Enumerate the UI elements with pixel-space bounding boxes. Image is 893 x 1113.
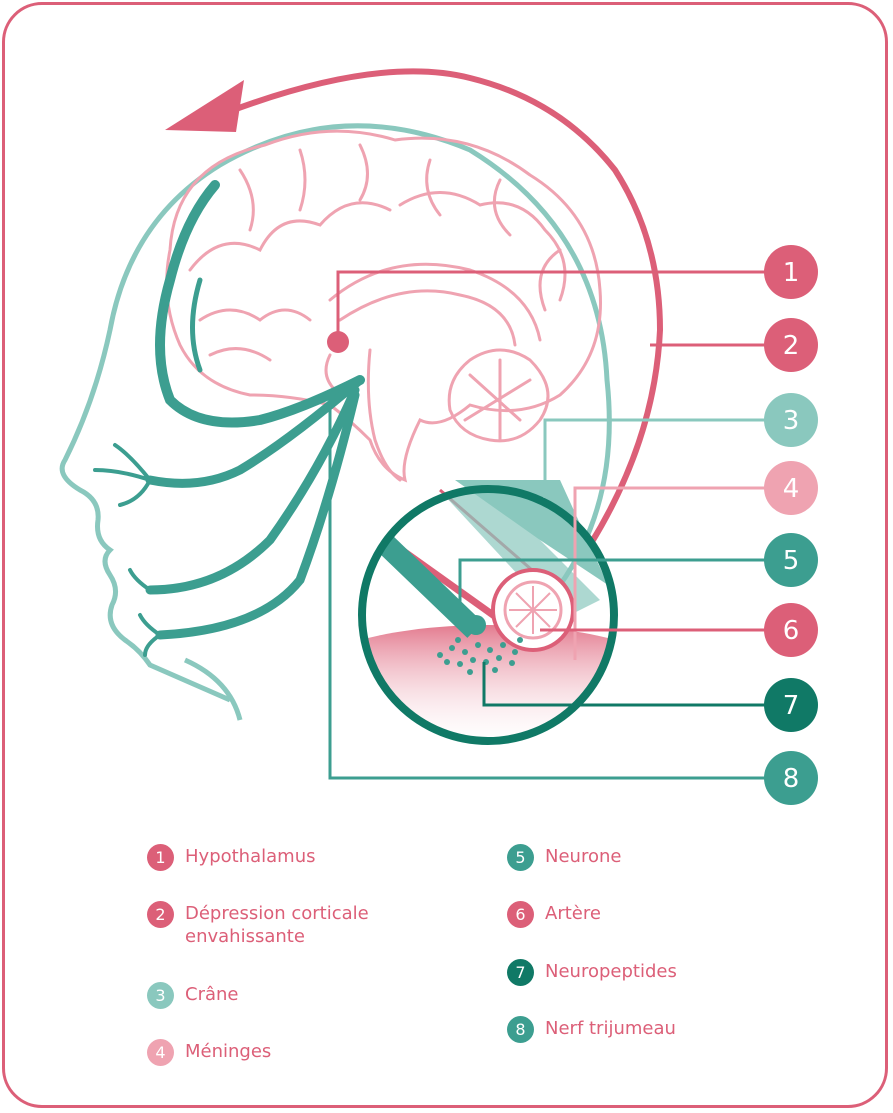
legend-number-badge: 1 [147, 844, 174, 871]
callout-badge-number: 5 [783, 546, 800, 576]
legend-label: Hypothalamus [185, 845, 425, 868]
callout-badge-number: 2 [783, 331, 800, 361]
legend-number-badge: 7 [507, 959, 534, 986]
legend-number-badge: 6 [507, 901, 534, 928]
legend-number-badge: 8 [507, 1016, 534, 1043]
legend-item: 1 Hypothalamus [147, 845, 425, 871]
legend-item: 8 Nerf trijumeau [507, 1017, 785, 1043]
callout-badge-number: 1 [783, 258, 800, 288]
brain [167, 131, 601, 480]
legend-item: 3 Crâne [147, 983, 425, 1009]
legend-item: 4 Méninges [147, 1040, 425, 1066]
callout-badge-number: 4 [783, 474, 800, 504]
legend-label: Crâne [185, 983, 425, 1006]
legend-item: 6 Artère [507, 902, 785, 928]
artery-cross-section [493, 570, 573, 650]
spreading-arrow-head [165, 80, 244, 132]
legend-item: 7 Neuropeptides [507, 960, 785, 986]
legend-label: Artère [545, 902, 785, 925]
legend-number-badge: 5 [507, 844, 534, 871]
legend-label: Neuropeptides [545, 960, 785, 983]
leader-line-1 [338, 272, 770, 342]
legend-label: Dépression corticale envahissante [185, 902, 415, 948]
legend-item: 5 Neurone [507, 845, 785, 871]
callout-badges: 1 2 3 4 5 6 7 8 [764, 245, 818, 805]
leader-line-3 [545, 420, 770, 498]
callout-badge-number: 8 [783, 764, 800, 794]
legend-number-badge: 3 [147, 982, 174, 1009]
legend-label: Méninges [185, 1040, 425, 1063]
callout-badge-number: 7 [783, 691, 800, 721]
zoom-view [288, 480, 688, 755]
legend-label: Nerf trijumeau [545, 1017, 785, 1040]
callout-badge-number: 3 [783, 406, 800, 436]
neuron-terminal [466, 615, 486, 635]
callout-badge-number: 6 [783, 616, 800, 646]
legend-number-badge: 2 [147, 901, 174, 928]
legend-label: Neurone [545, 845, 785, 868]
legend-item: 2 Dépression corticale envahissante [147, 902, 415, 948]
legend-number-badge: 4 [147, 1039, 174, 1066]
